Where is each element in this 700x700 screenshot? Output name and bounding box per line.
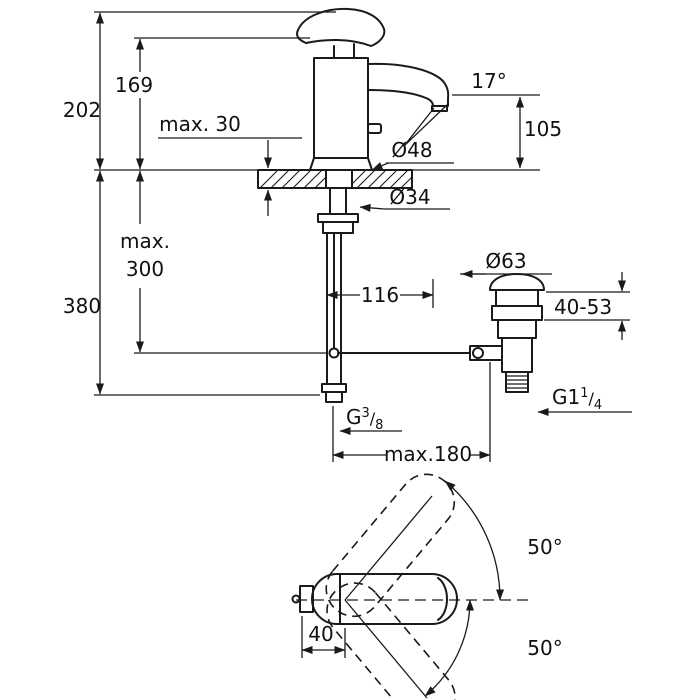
deck-section — [257, 169, 413, 189]
lever-handle — [296, 7, 386, 47]
rod-end-fitting — [469, 345, 503, 361]
dim-rod-offset: 116 — [361, 283, 399, 307]
dim-handle-width: 40 — [308, 622, 333, 646]
hose-connector-nut — [325, 391, 343, 403]
spout — [367, 62, 450, 112]
popup-knob — [367, 123, 382, 134]
under-deck-assembly — [317, 187, 471, 403]
dim-total-height: 202 — [63, 98, 101, 122]
mounting-washer — [317, 213, 359, 223]
waste-flange — [489, 273, 545, 291]
waste-tailpiece — [505, 371, 529, 393]
dim-body-height: 169 — [115, 73, 153, 97]
dimension-labels: 202 169 max. 30 17° 105 Ø48 Ø34 max. 300… — [63, 69, 612, 660]
handle-swivel-envelope-lower — [326, 582, 456, 700]
handle-swivel-envelope-upper — [325, 473, 456, 618]
hose-connector-top — [321, 383, 347, 393]
dimension-linework — [94, 11, 632, 462]
top-view — [291, 473, 530, 700]
swivel-arc-upper — [444, 480, 505, 601]
dim-swivel-lower: 50° — [527, 636, 562, 660]
dim-spout-angle: 17° — [471, 69, 506, 93]
dim-base-diameter: Ø48 — [391, 138, 432, 162]
dim-depth-max-line2: 300 — [126, 257, 164, 281]
dim-flange-diameter: Ø63 — [485, 249, 526, 273]
drain-assembly — [469, 273, 545, 393]
dim-deck-thickness: max. 30 — [159, 112, 241, 136]
handle-top-view — [311, 573, 458, 625]
swivel-arc-lower — [424, 599, 474, 697]
dim-below-deck-height: 380 — [63, 294, 101, 318]
dim-waste-thread: G11/4 — [552, 385, 602, 413]
dim-supply-thread: G3/8 — [346, 405, 383, 433]
supply-hoses — [326, 232, 342, 385]
drain-ball-joint — [472, 347, 484, 359]
clamp-nut — [491, 305, 543, 321]
dim-rod-length: max.180 — [384, 442, 472, 466]
mounting-nut — [322, 221, 354, 234]
dim-clamping-range: 40-53 — [554, 295, 612, 319]
dim-spout-height: 105 — [524, 117, 562, 141]
dim-hole-diameter: Ø34 — [389, 185, 430, 209]
dim-swivel-upper: 50° — [527, 535, 562, 559]
dim-depth-max-line1: max. — [120, 229, 170, 253]
side-view-faucet — [296, 7, 450, 171]
faucet-body — [309, 57, 373, 171]
tailpiece-threads — [506, 375, 528, 389]
deck-hatching — [259, 169, 413, 189]
